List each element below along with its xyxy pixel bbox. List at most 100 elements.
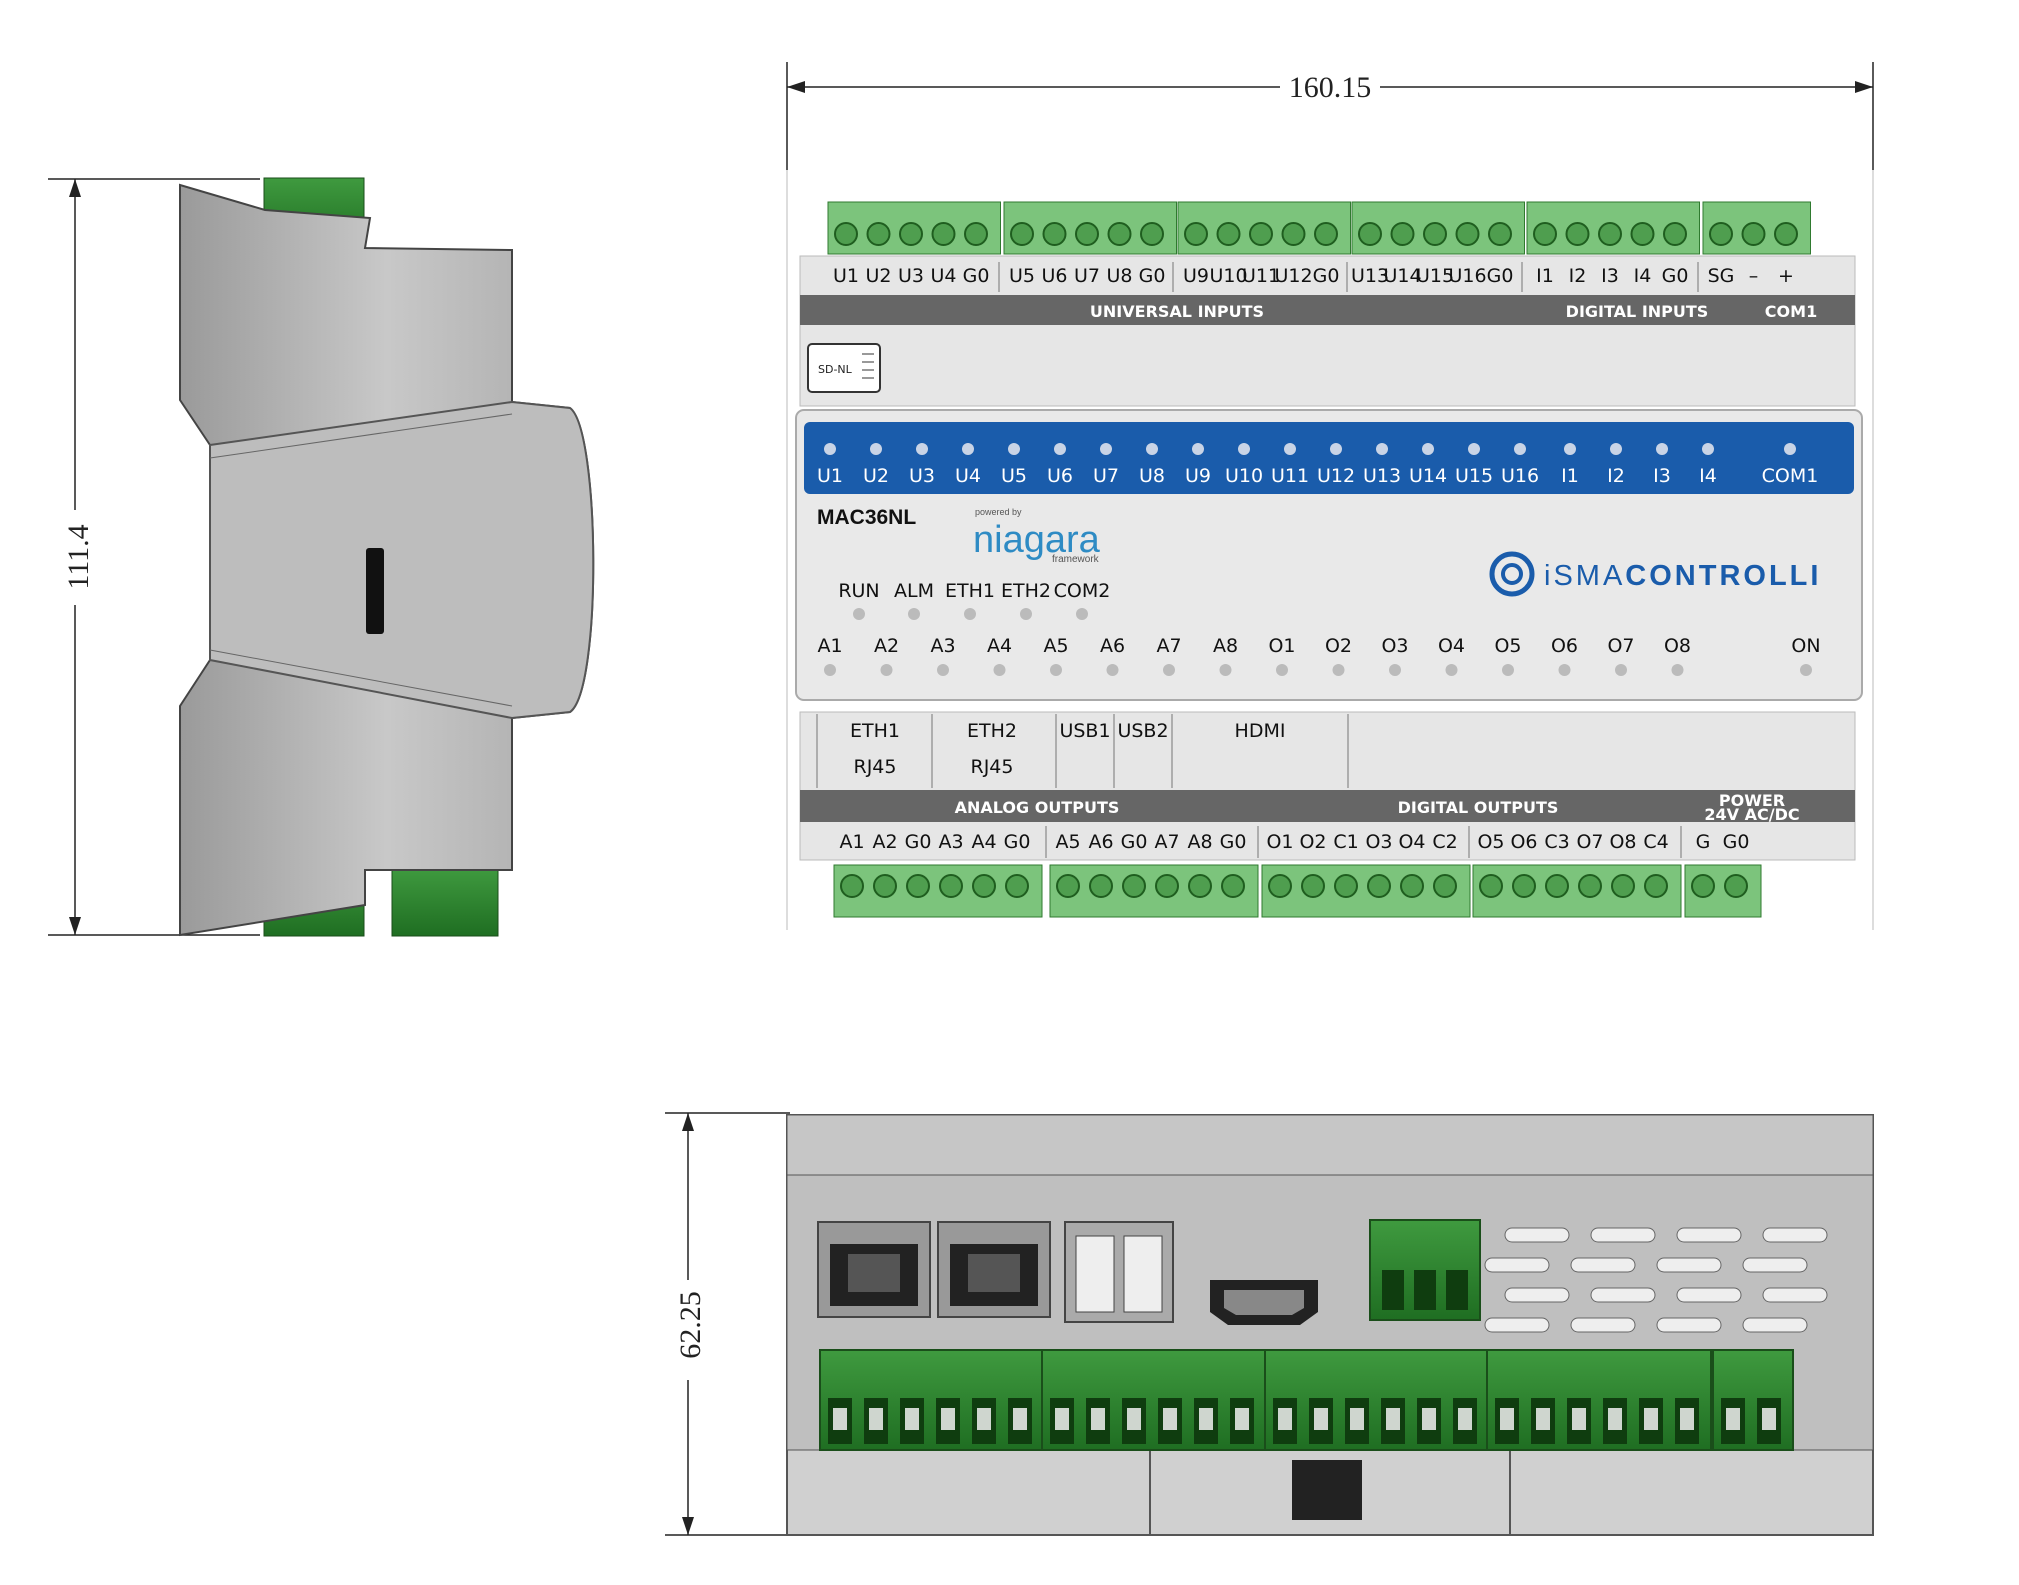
- status-led-label: ETH1: [945, 580, 995, 602]
- niagara-framework: framework: [1052, 554, 1100, 565]
- bottom-terminal-label: G0: [1121, 831, 1148, 853]
- bottom-terminal-label: O4: [1398, 831, 1425, 853]
- led-indicator: [1100, 443, 1112, 455]
- terminal-clamp: [1422, 1408, 1436, 1430]
- svg-text:iSMACONTROLLI: iSMACONTROLLI: [1544, 560, 1821, 592]
- output-led: [824, 664, 836, 676]
- terminal-screw: [1709, 222, 1733, 246]
- led-label: U10: [1225, 465, 1263, 487]
- port-labels: [816, 714, 1349, 788]
- led-label: U13: [1363, 465, 1401, 487]
- terminal-screw: [1630, 222, 1655, 246]
- vent-slot: [1570, 1317, 1636, 1333]
- top-terminal-label: I3: [1601, 265, 1619, 287]
- terminal-screw: [1611, 874, 1635, 898]
- led-indicator: [962, 443, 974, 455]
- terminal-clamp: [869, 1408, 883, 1430]
- terminal-screw: [1533, 222, 1557, 246]
- terminal-block: [1041, 1349, 1267, 1451]
- led-indicator: [1054, 443, 1066, 455]
- terminal-clamp: [905, 1408, 919, 1430]
- vent-slot: [1742, 1257, 1808, 1273]
- output-led-label: A6: [1100, 635, 1125, 657]
- bottom-terminal-label: O7: [1576, 831, 1603, 853]
- output-led: [1615, 664, 1627, 676]
- height-dimension: 111.4: [62, 524, 95, 589]
- output-led: [1502, 664, 1514, 676]
- terminal-screw: [1724, 874, 1748, 898]
- bottom-terminal-label: G0: [905, 831, 932, 853]
- status-led: [908, 608, 920, 620]
- output-led-label: O4: [1438, 635, 1465, 657]
- terminal-screw: [1367, 874, 1391, 898]
- led-label: U16: [1501, 465, 1539, 487]
- eth2-rj45-label: RJ45: [971, 756, 1014, 778]
- niagara-powered-by: powered by: [975, 507, 1022, 517]
- output-led-label: A3: [930, 635, 955, 657]
- top-terminal-label: G0: [963, 265, 990, 287]
- output-led-label: O5: [1494, 635, 1521, 657]
- terminal-screw: [1301, 874, 1325, 898]
- terminal-clamp: [1608, 1408, 1622, 1430]
- width-dimension: 160.15: [1289, 71, 1372, 104]
- output-led: [1332, 664, 1345, 676]
- bottom-terminal-label: O6: [1510, 831, 1537, 853]
- led-indicator: [824, 443, 836, 455]
- output-led-label: A2: [874, 635, 899, 657]
- top-terminal-label: +: [1778, 265, 1794, 287]
- terminal-clamp: [1458, 1408, 1472, 1430]
- vent-slot: [1484, 1317, 1550, 1333]
- terminal-screw: [1390, 222, 1415, 246]
- terminal-screw: [834, 222, 858, 246]
- terminal-clamp: [941, 1408, 955, 1430]
- status-led-label: COM2: [1054, 580, 1111, 602]
- led-indicator: [1238, 443, 1250, 455]
- output-led: [993, 664, 1006, 676]
- top-terminal-label: U10: [1209, 265, 1247, 287]
- rj45-port-eth2: [937, 1221, 1051, 1318]
- status-led: [1020, 608, 1032, 620]
- status-led-label: ALM: [894, 580, 934, 602]
- vent-slots: [1484, 1227, 1828, 1333]
- output-led: [1219, 664, 1232, 676]
- terminal-screw: [1075, 222, 1099, 246]
- led-indicator: [1784, 443, 1796, 455]
- depth-dimension: 62.25: [674, 1291, 707, 1359]
- top-terminal-label: U14: [1383, 265, 1421, 287]
- terminal-screw: [1598, 222, 1622, 246]
- led-indicator: [870, 443, 882, 455]
- status-led: [964, 608, 976, 620]
- top-panel: [799, 255, 1856, 407]
- led-indicator: [916, 443, 928, 455]
- terminal-screw: [1663, 222, 1687, 246]
- led-indicator: [1008, 443, 1020, 455]
- terminal-screw: [1010, 222, 1034, 246]
- top-terminal-label: I4: [1634, 265, 1652, 287]
- led-label: U12: [1317, 465, 1355, 487]
- side-terminal-bottom-right: [391, 867, 499, 937]
- din-clip: [1292, 1460, 1362, 1520]
- led-label: U4: [955, 465, 981, 487]
- com2-connector: [1369, 1219, 1481, 1321]
- terminal-screw: [1455, 222, 1480, 246]
- bottom-terminal-label: O5: [1477, 831, 1504, 853]
- terminal-clamp: [1013, 1408, 1027, 1430]
- vent-slot: [1742, 1317, 1808, 1333]
- terminal-screw: [939, 874, 963, 898]
- rj45-port-eth1: [817, 1221, 931, 1318]
- model-label: MAC36NL: [817, 506, 916, 529]
- bottom-terminal-label: A1: [839, 831, 864, 853]
- led-indicator: [1376, 443, 1388, 455]
- terminal-screw: [1107, 222, 1132, 246]
- led-indicator: [1656, 443, 1668, 455]
- top-terminal-label: U15: [1416, 265, 1454, 287]
- hdmi-port: [1210, 1280, 1318, 1325]
- terminal-screw: [1155, 874, 1179, 898]
- top-terminal-label: U8: [1107, 265, 1133, 287]
- led-label: U3: [909, 465, 935, 487]
- bottom-terminal-label: A5: [1055, 831, 1080, 853]
- terminal-clamp: [1386, 1408, 1400, 1430]
- hdmi-label: HDMI: [1235, 720, 1286, 742]
- bottom-terminal-label: O1: [1266, 831, 1293, 853]
